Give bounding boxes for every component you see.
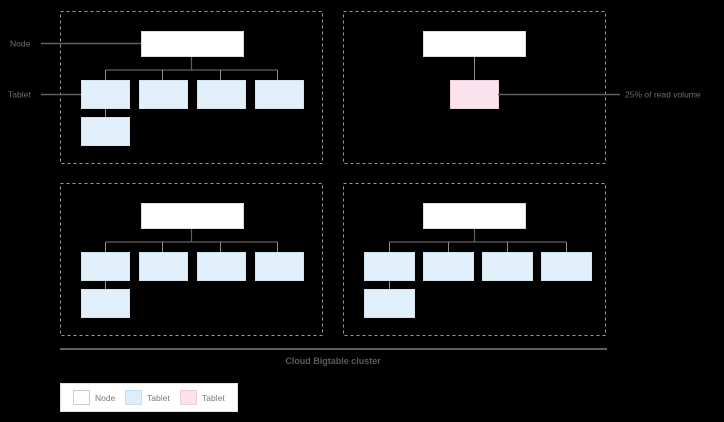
panel-bottom-right-border (343, 183, 606, 336)
label-tablet: Tablet (8, 90, 31, 100)
panel-bottom-left-border (60, 183, 323, 336)
legend-swatch-hot-tablet (180, 390, 197, 405)
tablet-2-1[interactable] (450, 80, 499, 109)
panel-top-right (343, 11, 606, 164)
label-hot-tablet: 25% of read volume (625, 90, 701, 100)
panel-top-right-border (343, 11, 606, 164)
callout-node: Node (10, 39, 141, 49)
node-1[interactable] (141, 31, 244, 57)
callout-hot-tablet: 25% of read volume (498, 90, 701, 100)
legend-swatch-node (73, 390, 90, 405)
panel-bottom-right (343, 183, 606, 336)
tablet-3-5[interactable] (81, 289, 130, 318)
tablet-3-1[interactable] (81, 252, 130, 281)
legend-item-node[interactable]: Node (73, 390, 116, 405)
node-2[interactable] (423, 31, 526, 57)
tablet-1-4[interactable] (255, 80, 304, 109)
legend-label-tablet: Tablet (147, 393, 170, 403)
legend-label-node: Node (95, 393, 116, 403)
node-4[interactable] (423, 203, 526, 229)
tablet-3-4[interactable] (255, 252, 304, 281)
tablet-1-1[interactable] (81, 80, 130, 109)
panel-top-left-border (60, 11, 323, 164)
callout-tablet: Tablet (8, 90, 81, 100)
legend-swatch-tablet (125, 390, 142, 405)
panel-bottom-left (60, 183, 323, 336)
panel-top-left (60, 11, 323, 164)
tablet-3-2[interactable] (139, 252, 188, 281)
tablet-4-3[interactable] (482, 252, 533, 281)
tablet-4-2[interactable] (423, 252, 474, 281)
node-3[interactable] (141, 203, 244, 229)
legend: Node Tablet Tablet (60, 383, 238, 412)
tablet-4-5[interactable] (364, 289, 415, 318)
tablet-1-5[interactable] (81, 117, 130, 146)
tablet-1-2[interactable] (139, 80, 188, 109)
cluster-bracket: Cloud Bigtable cluster (60, 348, 607, 366)
tablet-3-3[interactable] (197, 252, 246, 281)
tablet-4-4[interactable] (541, 252, 592, 281)
legend-item-tablet[interactable]: Tablet (125, 390, 171, 405)
cluster-label: Cloud Bigtable cluster (285, 356, 381, 366)
label-node: Node (10, 39, 31, 49)
tablet-1-3[interactable] (197, 80, 246, 109)
legend-item-hot-tablet[interactable]: Tablet (180, 390, 226, 405)
tablet-4-1[interactable] (364, 252, 415, 281)
legend-label-hot-tablet: Tablet (202, 393, 225, 403)
